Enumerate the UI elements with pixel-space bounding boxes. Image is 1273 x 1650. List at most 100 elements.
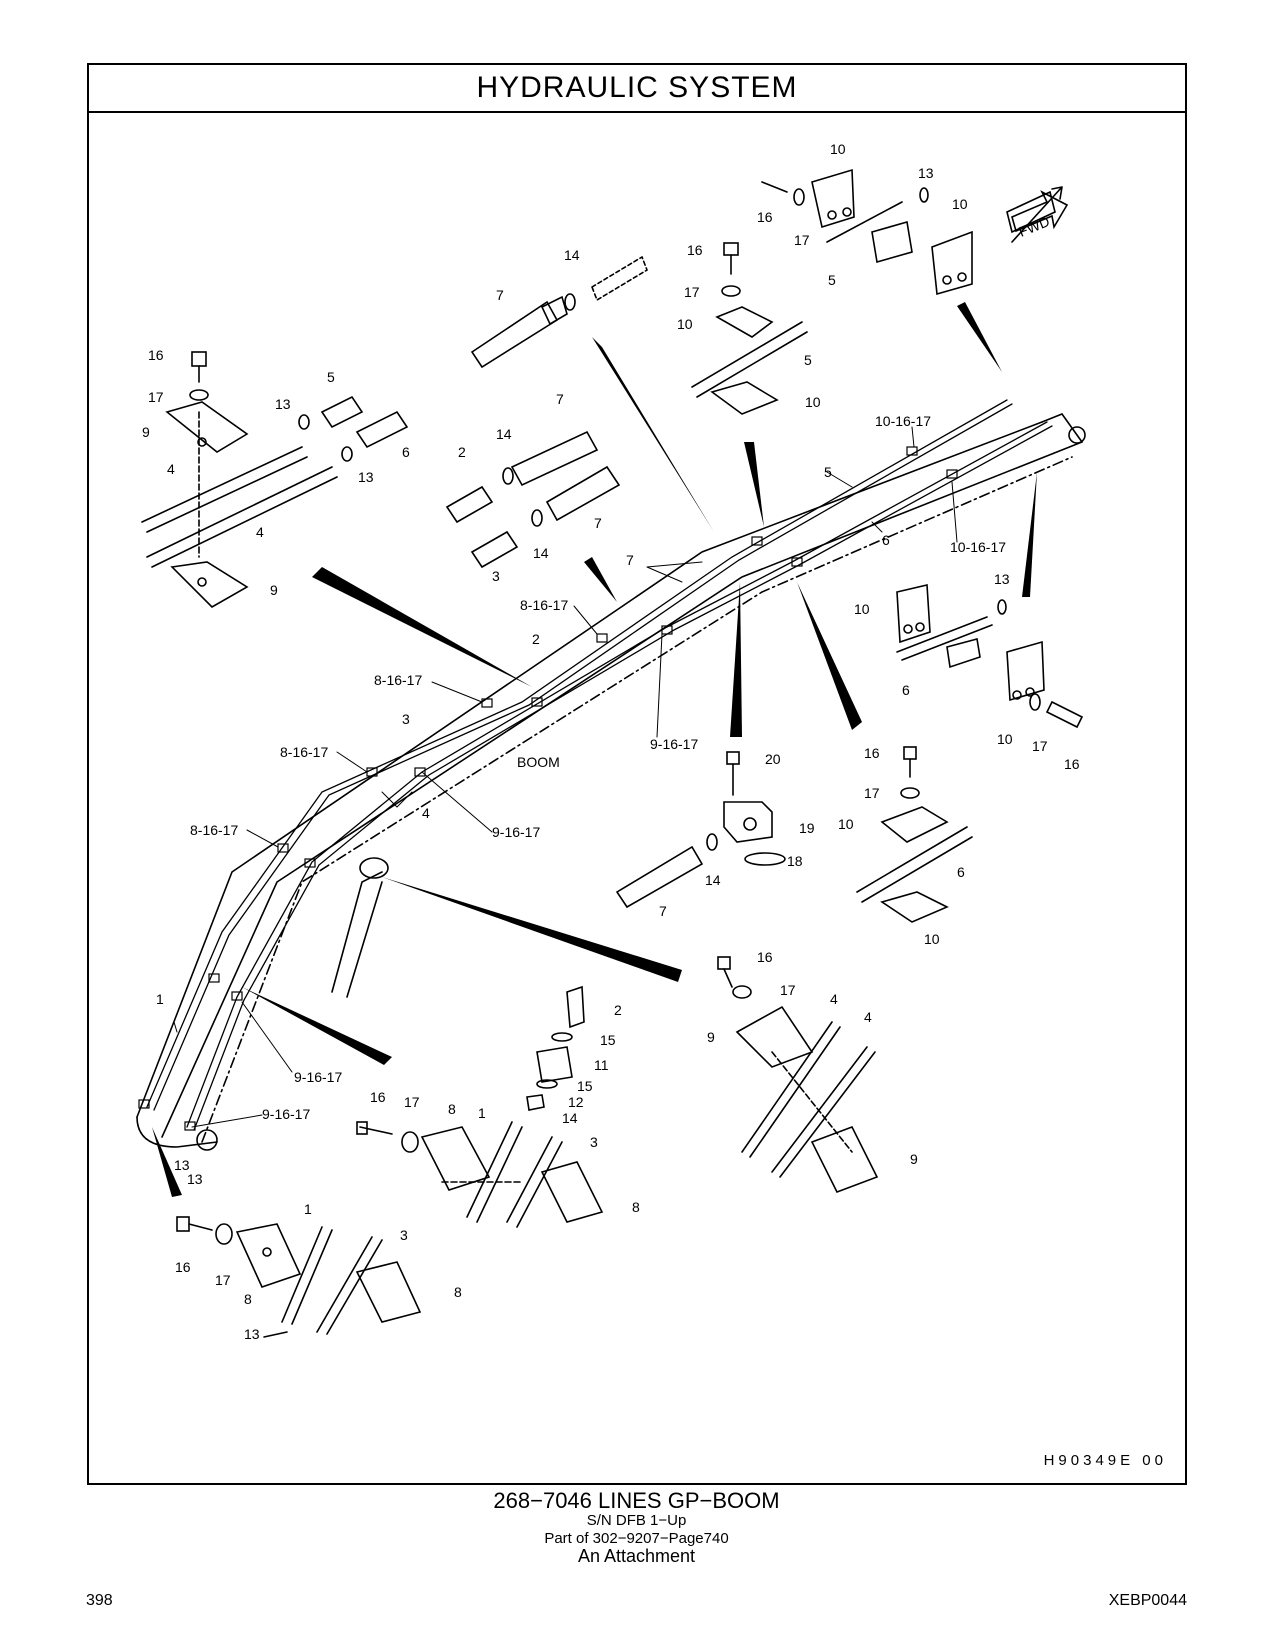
- callout: 8: [244, 1291, 252, 1307]
- callout: 4: [864, 1009, 872, 1025]
- callout: 1: [478, 1105, 486, 1121]
- detail-top-clamps: [691, 168, 1063, 415]
- callout: 17: [148, 389, 164, 405]
- callout: 9: [910, 1151, 918, 1167]
- callout: 3: [402, 711, 410, 727]
- part-of-reference: Part of 302−9207−Page740: [544, 1530, 729, 1547]
- document-id: XEBP0044: [1108, 1592, 1187, 1609]
- boom-label: BOOM: [517, 754, 560, 770]
- part-title: 268−7046 LINES GP−BOOM: [493, 1488, 780, 1513]
- callout: 9: [707, 1029, 715, 1045]
- callout: 1: [156, 991, 164, 1007]
- callout: 8-16-17: [374, 672, 422, 688]
- callout: 14: [533, 545, 549, 561]
- callout: 4: [422, 805, 430, 821]
- serial-number: S/N DFB 1−Up: [586, 1512, 687, 1529]
- detail-bottom-right: [717, 956, 879, 1194]
- callout: 10: [997, 731, 1013, 747]
- callout: 12: [568, 1094, 584, 1110]
- callout: 9: [142, 424, 150, 440]
- callout: 7: [626, 552, 634, 568]
- callout: 17: [780, 982, 796, 998]
- callout: 4: [830, 991, 838, 1007]
- callout: 15: [600, 1032, 616, 1048]
- callout: 5: [804, 352, 812, 368]
- callout: 8-16-17: [280, 744, 328, 760]
- callout: 17: [794, 232, 810, 248]
- detail-right-clamps: [856, 584, 1084, 923]
- callout: 3: [400, 1227, 408, 1243]
- detail-bottom-left: [176, 1216, 422, 1338]
- callout: 16: [148, 347, 164, 363]
- callout: 10-16-17: [875, 413, 931, 429]
- callout: 11: [594, 1057, 609, 1073]
- boom-hydraulic-lines: [146, 399, 1053, 1131]
- drawing-frame: HYDRAULIC SYSTEM: [87, 63, 1187, 1485]
- callout: 5: [828, 272, 836, 288]
- callout: 3: [590, 1134, 598, 1150]
- callout: 10: [952, 196, 968, 212]
- fwd-label: FWD: [1016, 213, 1052, 240]
- pointer-wedges: [152, 302, 1037, 1197]
- callout: 3: [492, 568, 500, 584]
- callout: 16: [757, 949, 773, 965]
- callout: 6: [402, 444, 410, 460]
- detail-bottom-center: [356, 985, 604, 1228]
- callout: 2: [532, 631, 540, 647]
- callout: 10: [805, 394, 821, 410]
- callout: 14: [705, 872, 721, 888]
- callout: 10: [924, 931, 940, 947]
- callout: 1: [304, 1201, 312, 1217]
- callout: 17: [215, 1272, 231, 1288]
- detail-manifold: [615, 751, 786, 909]
- callout: 10: [838, 816, 854, 832]
- callout: 14: [564, 247, 580, 263]
- exploded-parts-diagram: FWD BOOM 10 13 10 16 17 5 16 17 10 5 10 …: [136, 141, 1086, 1342]
- callout: 13: [994, 571, 1010, 587]
- callout: 8: [448, 1101, 456, 1117]
- callout: 8-16-17: [520, 597, 568, 613]
- callout: 13: [918, 165, 934, 181]
- callout: 13: [187, 1171, 203, 1187]
- callout: 9: [270, 582, 278, 598]
- callout: 13: [275, 396, 291, 412]
- callout: 17: [1032, 738, 1048, 754]
- callout: 15: [577, 1078, 593, 1094]
- callout: 10: [830, 141, 846, 157]
- callout: 7: [556, 391, 564, 407]
- page-title: HYDRAULIC SYSTEM: [89, 65, 1185, 113]
- callout: 10-16-17: [950, 539, 1006, 555]
- detail-top-center: [445, 255, 648, 569]
- leader-lines: [173, 426, 958, 1128]
- callout: 17: [864, 785, 880, 801]
- callout: 14: [562, 1110, 578, 1126]
- callout: 14: [496, 426, 512, 442]
- boom-outline: [136, 413, 1086, 1151]
- callout: 19: [799, 820, 815, 836]
- callout: 2: [458, 444, 466, 460]
- callout: 2: [614, 1002, 622, 1018]
- callout: 13: [174, 1157, 190, 1173]
- callout: 9-16-17: [294, 1069, 342, 1085]
- callout: 13: [244, 1326, 260, 1342]
- callouts: 10 13 10 16 17 5 16 17 10 5 10 14 7 16 1…: [142, 141, 1080, 1342]
- callout: 7: [594, 515, 602, 531]
- callout: 7: [496, 287, 504, 303]
- callout: 9-16-17: [492, 824, 540, 840]
- callout: 16: [370, 1089, 386, 1105]
- callout: 10: [854, 601, 870, 617]
- drawing-code: H90349E 00: [1043, 1452, 1167, 1469]
- callout: 9-16-17: [262, 1106, 310, 1122]
- callout: 7: [659, 903, 667, 919]
- callout: 6: [902, 682, 910, 698]
- callout: 8-16-17: [190, 822, 238, 838]
- callout: 5: [327, 369, 335, 385]
- callout: 16: [687, 242, 703, 258]
- callout: 9-16-17: [650, 736, 698, 752]
- callout: 5: [824, 464, 832, 480]
- detail-top-left: [141, 351, 409, 608]
- callout: 20: [765, 751, 781, 767]
- callout: 6: [882, 532, 890, 548]
- callout: 6: [957, 864, 965, 880]
- callout: 16: [175, 1259, 191, 1275]
